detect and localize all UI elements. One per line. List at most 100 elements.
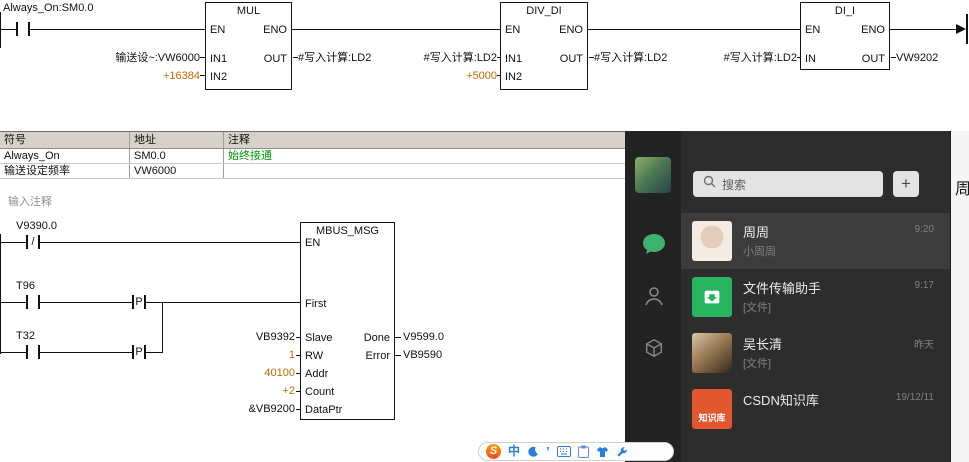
chat-item[interactable]: 周周 9:20 小周周 <box>681 213 950 269</box>
cell-comment[interactable]: 始终接通 <box>228 150 272 162</box>
collections-nav-icon[interactable] <box>641 335 667 361</box>
contact-operand[interactable]: T32 <box>16 330 35 342</box>
wire <box>40 302 132 303</box>
mbus-msg-block[interactable]: MBUS_MSG EN First Slave RW Addr Count Da… <box>300 222 395 420</box>
constant-operand[interactable]: 1 <box>288 349 295 361</box>
night-mode-icon[interactable] <box>527 446 539 458</box>
nc-slash: / <box>31 236 35 248</box>
no-contact[interactable] <box>26 345 40 359</box>
chats-nav-icon[interactable] <box>641 231 667 257</box>
search-icon <box>703 175 716 193</box>
add-chat-button[interactable]: + <box>893 171 919 197</box>
wire <box>891 57 896 58</box>
cell-address[interactable]: SM0.0 <box>130 149 224 163</box>
table-row[interactable]: Always_On SM0.0 始终接通 <box>0 149 628 164</box>
wire <box>0 29 16 30</box>
operand-label[interactable]: #写入计算:LD2 <box>423 52 497 64</box>
operand-label[interactable]: VB9590 <box>403 349 443 361</box>
column-header-comment: 注释 <box>228 134 250 146</box>
clipboard-icon[interactable] <box>577 445 589 458</box>
table-row[interactable]: 输送设定频率 VW6000 <box>0 164 628 179</box>
contact-operand[interactable]: Always_On:SM0.0 <box>3 2 94 14</box>
operand-label[interactable]: #写入计算:LD2 <box>594 52 668 64</box>
contact-bar <box>38 295 40 309</box>
network-comment[interactable]: 输入注释 <box>8 196 52 208</box>
chat-item[interactable]: 吴长清 昨天 [文件] <box>681 325 950 381</box>
chat-item[interactable]: 知识库 CSDN知识库 19/12/11 <box>681 381 950 437</box>
positive-edge-contact[interactable]: P <box>132 345 146 359</box>
wire <box>0 302 26 303</box>
contacts-nav-icon[interactable] <box>641 283 667 309</box>
wire <box>292 29 500 30</box>
constant-operand[interactable]: +5000 <box>466 70 497 82</box>
sogou-logo-icon[interactable]: S <box>486 444 501 459</box>
nc-contact[interactable]: / <box>26 235 40 249</box>
user-avatar[interactable] <box>635 157 671 193</box>
csdn-avatar-label: 知识库 <box>698 413 726 423</box>
skin-icon[interactable] <box>596 446 609 458</box>
wire <box>589 57 594 58</box>
operand-label[interactable]: V9599.0 <box>403 331 444 343</box>
chat-time: 9:17 <box>914 280 934 291</box>
di-i-block[interactable]: DI_I EN ENO IN OUT <box>800 2 890 70</box>
chat-time: 9:20 <box>914 224 934 235</box>
wire <box>296 337 300 338</box>
div-di-block[interactable]: DIV_DI EN ENO IN1 IN2 OUT <box>500 2 588 90</box>
positive-edge-contact[interactable]: P <box>132 295 146 309</box>
pin-first: First <box>305 298 327 310</box>
no-contact[interactable] <box>16 22 30 36</box>
wire <box>30 29 205 30</box>
pin-in2: IN2 <box>210 71 228 83</box>
wire <box>296 409 300 410</box>
pin-out: OUT <box>559 53 583 65</box>
wire <box>0 242 26 243</box>
pin-slave: Slave <box>305 332 333 344</box>
operand-label[interactable]: VB9392 <box>255 331 295 343</box>
contact-operand[interactable]: V9390.0 <box>16 220 57 232</box>
operand-label[interactable]: #写入计算:LD2 <box>723 52 797 64</box>
constant-operand[interactable]: +2 <box>282 385 295 397</box>
punctuation-icon[interactable]: ’ <box>546 444 550 459</box>
contact-bar <box>132 345 134 359</box>
operand-label[interactable]: VW9202 <box>896 52 939 64</box>
csdn-avatar: 知识库 <box>692 389 732 429</box>
constant-operand[interactable]: +16384 <box>162 70 200 82</box>
pin-addr: Addr <box>305 368 329 380</box>
wire <box>797 57 800 58</box>
wire <box>162 302 163 353</box>
wire <box>395 337 401 338</box>
pin-in1: IN1 <box>505 53 523 65</box>
chat-item[interactable]: 文件传输助手 9:17 [文件] <box>681 269 950 325</box>
wire <box>40 352 132 353</box>
operand-label[interactable]: &VB9200 <box>248 403 295 415</box>
operand-label[interactable]: #写入计算:LD2 <box>298 52 372 64</box>
pin-out: OUT <box>263 53 287 65</box>
no-contact[interactable] <box>26 295 40 309</box>
wire <box>146 352 162 353</box>
toolbox-icon[interactable] <box>616 446 628 458</box>
contact-bar <box>26 235 28 249</box>
mul-block[interactable]: MUL EN ENO IN1 IN2 OUT <box>205 2 292 90</box>
wechat-chat-list: 搜索 + 周周 9:20 小周周 文件传输助手 9:17 [文件] 吴长清 <box>681 131 950 462</box>
chinese-english-toggle-icon[interactable]: 中 <box>508 444 521 458</box>
chat-time: 昨天 <box>914 340 934 351</box>
wire <box>200 75 205 76</box>
wire <box>293 57 298 58</box>
pin-count: Count <box>305 386 335 398</box>
power-rail <box>966 14 968 44</box>
block-title: MBUS_MSG <box>316 225 379 237</box>
contact-operand[interactable]: T96 <box>16 280 35 292</box>
cell-symbol[interactable]: 输送设定频率 <box>0 164 130 178</box>
block-title: DI_I <box>834 5 856 17</box>
chat-title: 周 <box>955 181 969 198</box>
cell-comment[interactable] <box>224 164 628 178</box>
chat-name: 周周 <box>743 225 770 240</box>
pin-error: Error <box>365 350 390 362</box>
cell-address[interactable]: VW6000 <box>130 164 224 178</box>
keyboard-icon[interactable] <box>556 446 571 457</box>
search-input[interactable]: 搜索 <box>693 171 883 197</box>
cell-symbol[interactable]: Always_On <box>0 149 130 163</box>
operand-label[interactable]: 输送设~:VW6000 <box>115 52 200 64</box>
constant-operand[interactable]: 40100 <box>264 367 295 379</box>
